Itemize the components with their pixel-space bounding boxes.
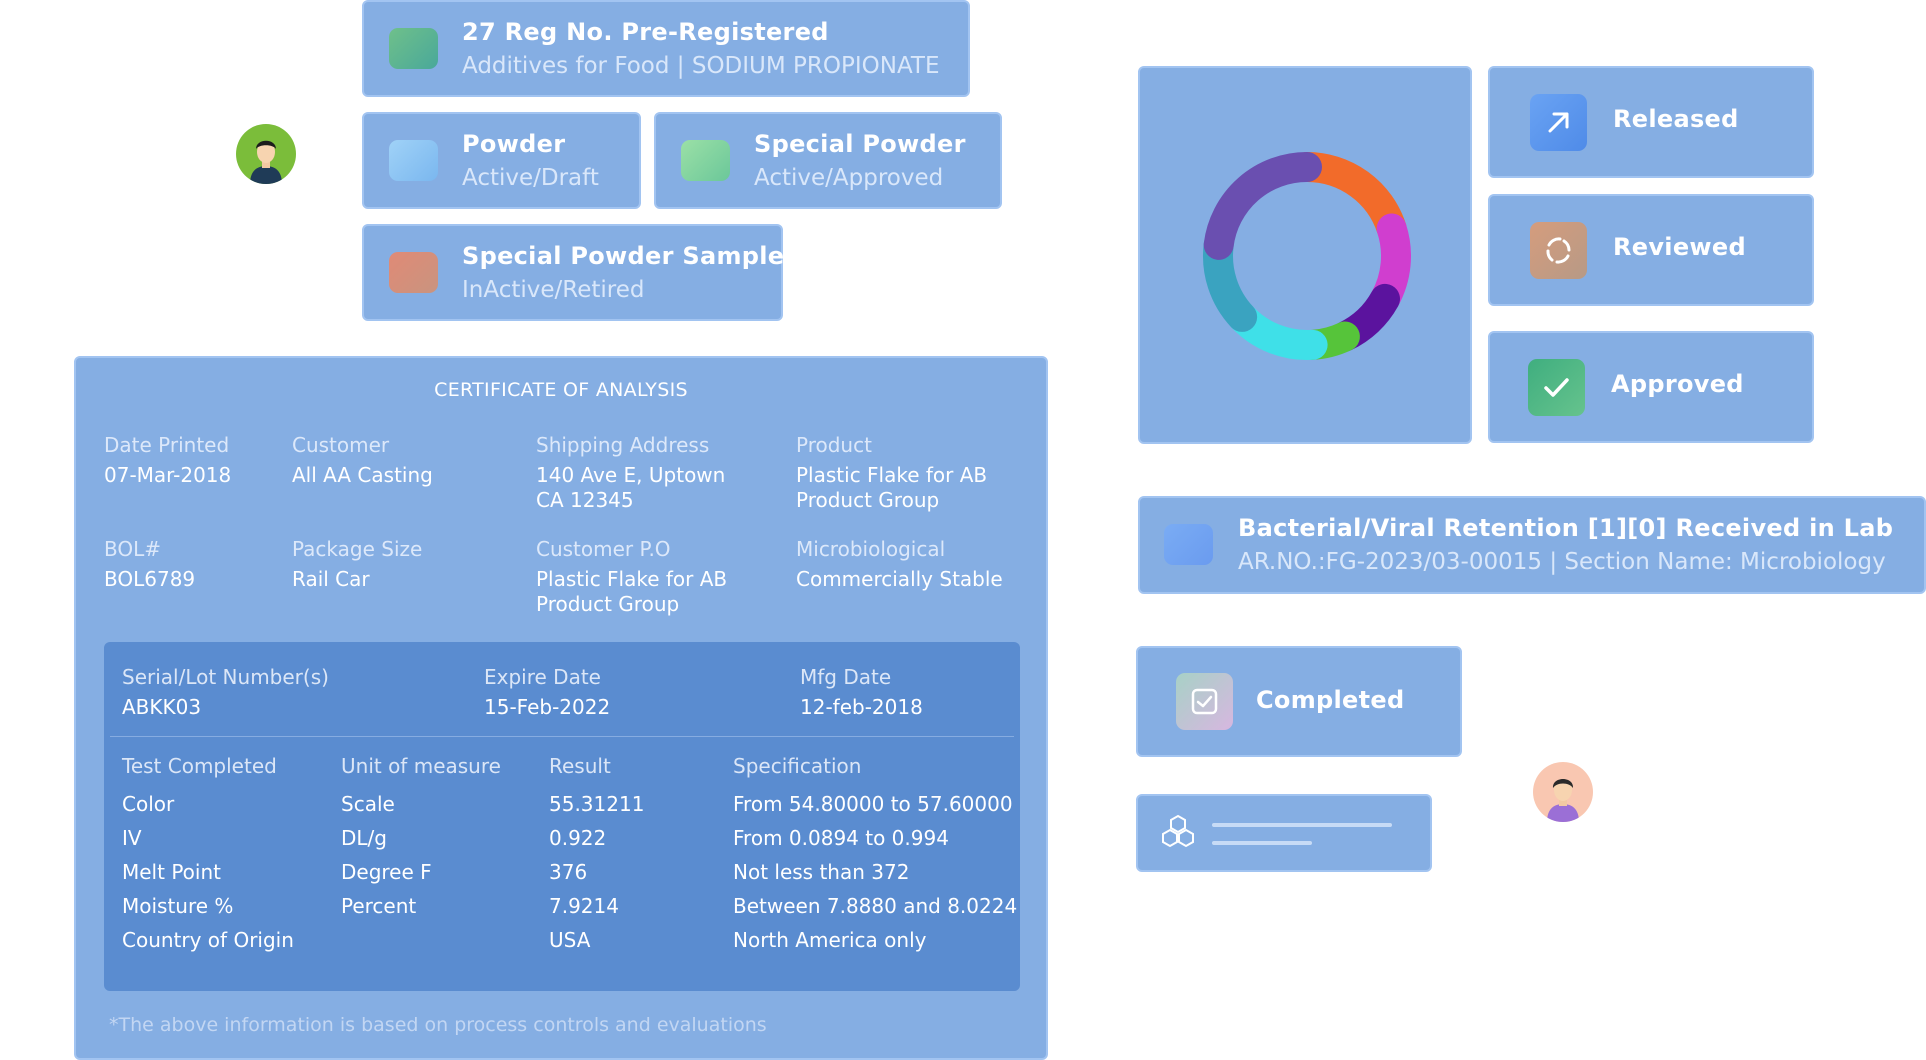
- table-cell: Not less than 372: [733, 860, 910, 884]
- expire-label: Expire Date: [484, 665, 601, 689]
- table-cell: Color: [122, 792, 175, 816]
- product-card-subtitle: Additives for Food | SODIUM PROPIONATE: [462, 53, 940, 79]
- placeholder-card[interactable]: [1136, 794, 1432, 872]
- serial-value: ABKK03: [122, 695, 202, 719]
- table-cell: Percent: [341, 894, 417, 918]
- field-label: BOL#: [104, 537, 162, 561]
- table-cell: Country of Origin: [122, 928, 294, 952]
- table-cell: 55.31211: [549, 792, 645, 816]
- field-label: Shipping Address: [536, 433, 710, 457]
- certificate-footnote: *The above information is based on proce…: [109, 1014, 767, 1036]
- lab-status-card[interactable]: Bacterial/Viral Retention [1][0] Receive…: [1138, 496, 1926, 594]
- donut-chart: [1202, 151, 1411, 360]
- lot-results-panel: Serial/Lot Number(s) ABKK03 Expire Date …: [104, 642, 1020, 991]
- table-header: Result: [549, 754, 611, 778]
- completed-card[interactable]: Completed: [1136, 646, 1462, 757]
- status-card-reviewed[interactable]: Reviewed: [1488, 194, 1814, 306]
- field-value-line2: CA 12345: [536, 488, 634, 512]
- table-cell: From 0.0894 to 0.994: [733, 826, 949, 850]
- field-label: Customer: [292, 433, 390, 457]
- status-swatch: [389, 252, 438, 293]
- field-value: BOL6789: [104, 567, 196, 591]
- product-card-subtitle: Active/Draft: [462, 165, 599, 191]
- status-label: Approved: [1611, 370, 1744, 398]
- field-value: Plastic Flake for AB: [796, 463, 988, 487]
- product-card-powder[interactable]: Powder Active/Draft: [362, 112, 641, 209]
- table-cell: USA: [549, 928, 591, 952]
- placeholder-line: [1212, 823, 1392, 827]
- product-card-registered[interactable]: 27 Reg No. Pre-Registered Additives for …: [362, 0, 970, 97]
- product-card-special-powder[interactable]: Special Powder Active/Approved: [654, 112, 1002, 209]
- field-value: 140 Ave E, Uptown: [536, 463, 726, 487]
- table-header: Unit of measure: [341, 754, 501, 778]
- table-header: Test Completed: [122, 754, 277, 778]
- table-cell: Melt Point: [122, 860, 221, 884]
- field-value: Plastic Flake for AB: [536, 567, 728, 591]
- status-label: Reviewed: [1613, 233, 1746, 261]
- field-value: Rail Car: [292, 567, 370, 591]
- field-value-line2: Product Group: [796, 488, 940, 512]
- completed-label: Completed: [1256, 686, 1405, 714]
- donut-chart-card: [1138, 66, 1472, 444]
- avatar-male: [236, 124, 296, 184]
- field-label: Product: [796, 433, 872, 457]
- certificate-title: CERTIFICATE OF ANALYSIS: [434, 379, 688, 401]
- mfg-label: Mfg Date: [800, 665, 892, 689]
- table-cell: DL/g: [341, 826, 387, 850]
- status-label: Released: [1613, 105, 1739, 133]
- lab-card-title: Bacterial/Viral Retention [1][0] Receive…: [1238, 514, 1894, 542]
- product-card-title: 27 Reg No. Pre-Registered: [462, 18, 829, 46]
- product-card-special-powder-sample[interactable]: Special Powder Sample InActive/Retired: [362, 224, 785, 321]
- table-cell: 376: [549, 860, 588, 884]
- divider: [110, 736, 1014, 737]
- field-value-line2: Product Group: [536, 592, 680, 616]
- serial-label: Serial/Lot Number(s): [122, 665, 329, 689]
- product-card-subtitle: Active/Approved: [754, 165, 944, 191]
- donut-segment: [1203, 151, 1322, 260]
- table-header: Specification: [733, 754, 862, 778]
- mfg-value: 12-feb-2018: [800, 695, 923, 719]
- product-card-title: Special Powder: [754, 130, 966, 158]
- arrow-up-right-icon: [1530, 94, 1587, 151]
- placeholder-line: [1212, 841, 1312, 845]
- certificate-of-analysis: CERTIFICATE OF ANALYSIS Date Printed 07-…: [74, 356, 1048, 1060]
- table-cell: 7.9214: [549, 894, 619, 918]
- person-icon: [1547, 779, 1579, 822]
- table-cell: IV: [122, 826, 142, 850]
- field-value: All AA Casting: [292, 463, 433, 487]
- table-cell: Between 7.8880 and 8.0224: [733, 894, 1018, 918]
- status-swatch: [389, 140, 438, 181]
- refresh-icon: [1530, 222, 1587, 279]
- lab-card-subtitle: AR.NO.:FG-2023/03-00015 | Section Name: …: [1238, 549, 1886, 575]
- status-card-approved[interactable]: Approved: [1488, 331, 1814, 443]
- product-card-title: Powder: [462, 130, 566, 158]
- status-swatch: [1164, 524, 1213, 565]
- product-card-title: Special Powder Sample: [462, 242, 785, 270]
- field-label: Date Printed: [104, 433, 230, 457]
- table-cell: From 54.80000 to 57.60000: [733, 792, 1013, 816]
- table-cell: North America only: [733, 928, 927, 952]
- table-cell: Scale: [341, 792, 395, 816]
- status-swatch: [389, 28, 438, 69]
- table-cell: 0.922: [549, 826, 607, 850]
- checkbox-icon: [1176, 673, 1233, 730]
- table-cell: Moisture %: [122, 894, 234, 918]
- person-icon: [250, 140, 282, 184]
- table-cell: Degree F: [341, 860, 432, 884]
- expire-value: 15-Feb-2022: [484, 695, 611, 719]
- field-value: 07-Mar-2018: [104, 463, 232, 487]
- field-label: Package Size: [292, 537, 423, 561]
- status-swatch: [681, 140, 730, 181]
- field-label: Customer P.O: [536, 537, 671, 561]
- field-value: Commercially Stable: [796, 567, 1003, 591]
- avatar-female: [1533, 762, 1593, 822]
- donut-segment: [1291, 151, 1407, 243]
- status-card-released[interactable]: Released: [1488, 66, 1814, 178]
- product-card-subtitle: InActive/Retired: [462, 277, 645, 303]
- hexagons-icon: [1162, 814, 1194, 848]
- field-label: Microbiological: [796, 537, 946, 561]
- check-icon: [1528, 359, 1585, 416]
